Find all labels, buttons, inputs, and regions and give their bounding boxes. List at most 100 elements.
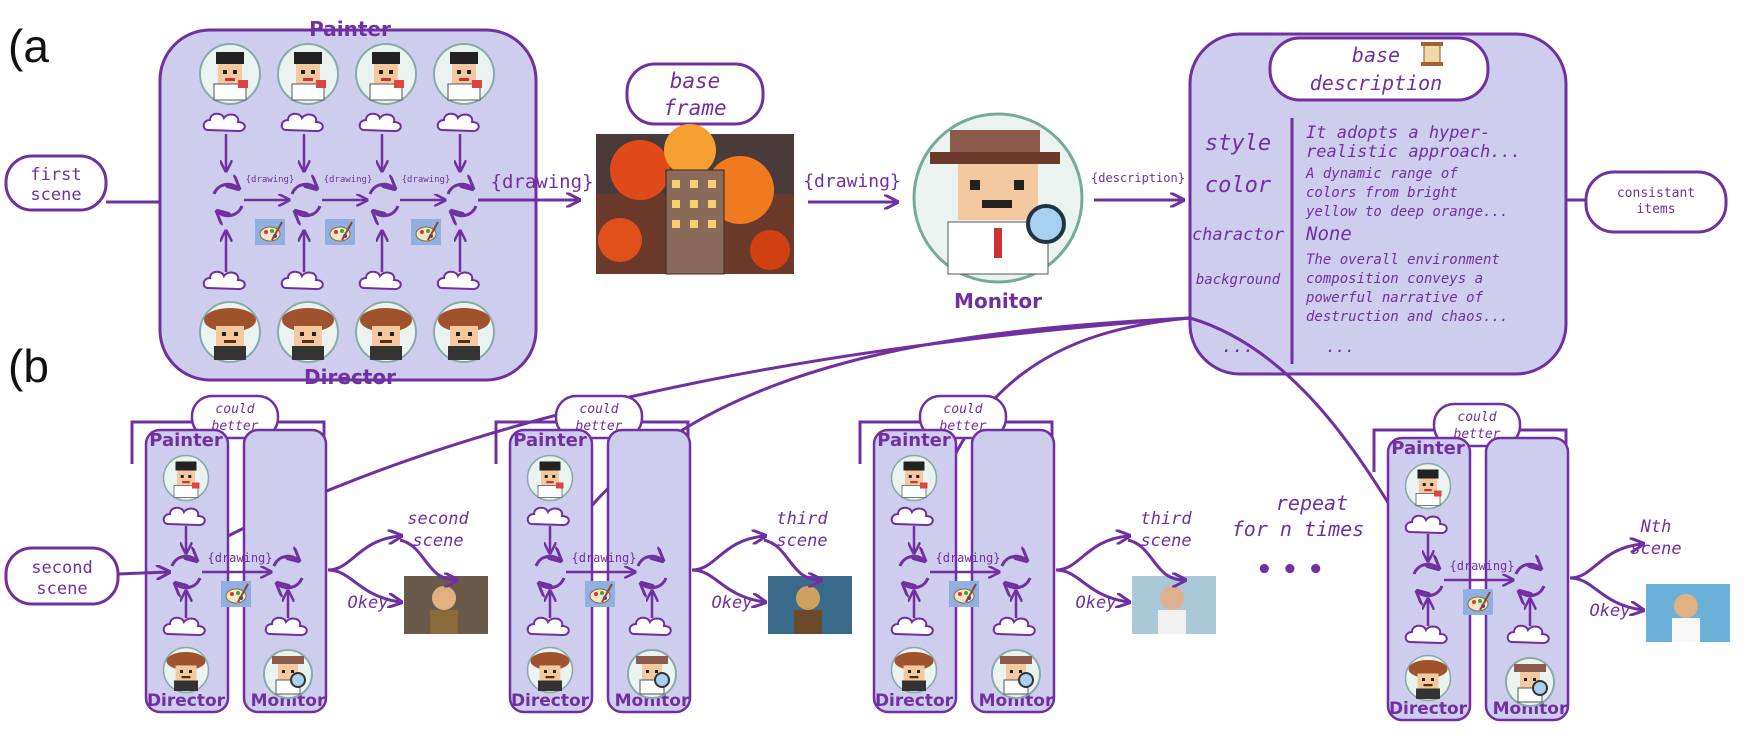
- palette-icon: [948, 580, 980, 608]
- second-scene-input-line2: scene: [36, 579, 87, 599]
- palette-icon: [254, 218, 286, 246]
- director-label: Director: [147, 691, 226, 711]
- painter-label: Painter: [1391, 438, 1465, 459]
- director-avatar: [433, 301, 495, 363]
- drawing-label-small: {drawing}: [402, 175, 451, 185]
- attribute-key: background: [1196, 272, 1281, 288]
- okey-label: Okey: [1590, 601, 1632, 621]
- could-better-bubble: [1432, 402, 1522, 448]
- base-description-panel: [1188, 32, 1568, 376]
- attribute-value: colors from bright: [1306, 185, 1458, 201]
- director-avatar: [162, 646, 210, 694]
- monitor-avatar-large: [912, 112, 1084, 284]
- scroll-icon: [1421, 42, 1443, 66]
- attribute-value: None: [1305, 223, 1352, 245]
- attribute-value: composition conveys a: [1306, 271, 1483, 287]
- palette-icon: [1462, 588, 1494, 616]
- next-stage-arrow: [763, 538, 820, 580]
- director-title: Director: [304, 365, 396, 389]
- panel-label-a: (a: [8, 20, 49, 72]
- accept-branch-up: [1569, 544, 1642, 580]
- accept-branch-down: [1055, 568, 1128, 602]
- palette-icons: [254, 218, 442, 246]
- palette-icon: [324, 218, 356, 246]
- could-better-bubble: [554, 394, 644, 440]
- painter-avatar: [199, 43, 261, 105]
- accept-branch-down: [327, 568, 400, 602]
- first-scene-box: [4, 154, 108, 212]
- second-scene-input-box: [4, 546, 120, 606]
- director-label: Director: [511, 691, 590, 711]
- okey-label: Okey: [348, 593, 390, 613]
- monitor-label: Monitor: [251, 691, 326, 711]
- drawing-label-monitor: {drawing}: [803, 171, 901, 192]
- monitor-avatar: [991, 649, 1041, 699]
- attribute-key: charactor: [1192, 225, 1285, 245]
- attribute-key: color: [1205, 173, 1272, 198]
- monitor-label: Monitor: [1493, 699, 1568, 719]
- base-frame-line2: frame: [663, 96, 726, 120]
- output-scene-line2: scene: [1630, 539, 1681, 559]
- director-avatar: [277, 301, 339, 363]
- attribute-value: destruction and chaos...: [1306, 309, 1508, 325]
- director-avatar: [199, 301, 261, 363]
- painter-avatar: [890, 454, 938, 502]
- could-better-line1: could: [1457, 410, 1496, 425]
- director-avatar: [1404, 654, 1452, 702]
- could-better-line2: better: [576, 419, 623, 434]
- attribute-key: style: [1205, 131, 1271, 156]
- stage-outputs: secondsceneOkeythirdsceneOkeythirdsceneO…: [327, 509, 1730, 642]
- director-avatar: [355, 301, 417, 363]
- output-scene-line2: scene: [412, 531, 463, 551]
- okey-label: Okey: [712, 593, 754, 613]
- first-scene-line2: scene: [30, 185, 81, 205]
- could-better-line2: better: [940, 419, 987, 434]
- monitor-avatar: [1505, 657, 1555, 707]
- attribute-value: The overall environment: [1306, 252, 1500, 268]
- drawing-label: {drawing}: [1449, 559, 1514, 573]
- monitor-avatar: [263, 649, 313, 699]
- attribute-key: ...: [1222, 336, 1255, 357]
- output-scene-line1: second: [407, 509, 469, 529]
- drawing-label-small: {drawing}: [246, 175, 295, 185]
- output-scene-line1: third: [1140, 509, 1192, 529]
- base-description-line1: base: [1352, 43, 1400, 67]
- base-frame-line1: base: [670, 69, 721, 93]
- could-better-line1: could: [943, 402, 982, 417]
- painter-avatar: [355, 43, 417, 105]
- attribute-value: powerful narrative of: [1305, 290, 1484, 306]
- accept-branch-up: [691, 536, 764, 572]
- output-scene-line1: third: [776, 509, 828, 529]
- drawing-label: {drawing}: [935, 551, 1000, 565]
- repeat-line1: repeat: [1276, 491, 1348, 515]
- could-better-bubble: [190, 394, 280, 440]
- painter-label: Painter: [149, 430, 223, 451]
- could-better-line1: could: [215, 402, 254, 417]
- painter-label: Painter: [877, 430, 951, 451]
- painter-avatar: [162, 454, 210, 502]
- painter-avatar: [277, 43, 339, 105]
- first-scene-line1: first: [30, 165, 81, 185]
- monitor-avatar: [627, 649, 677, 699]
- could-better-line1: could: [579, 402, 618, 417]
- cloud-arrows: [226, 134, 460, 272]
- palette-icon: [220, 580, 252, 608]
- attribute-value: ...: [1326, 337, 1355, 356]
- repeat-line2: for n times: [1232, 517, 1364, 541]
- base-frame-box: [625, 62, 765, 126]
- director-avatar: [890, 646, 938, 694]
- painter-avatar: [433, 43, 495, 105]
- consistant-items-box: [1584, 170, 1728, 234]
- director-label: Director: [875, 691, 954, 711]
- painter-avatar: [1404, 462, 1452, 510]
